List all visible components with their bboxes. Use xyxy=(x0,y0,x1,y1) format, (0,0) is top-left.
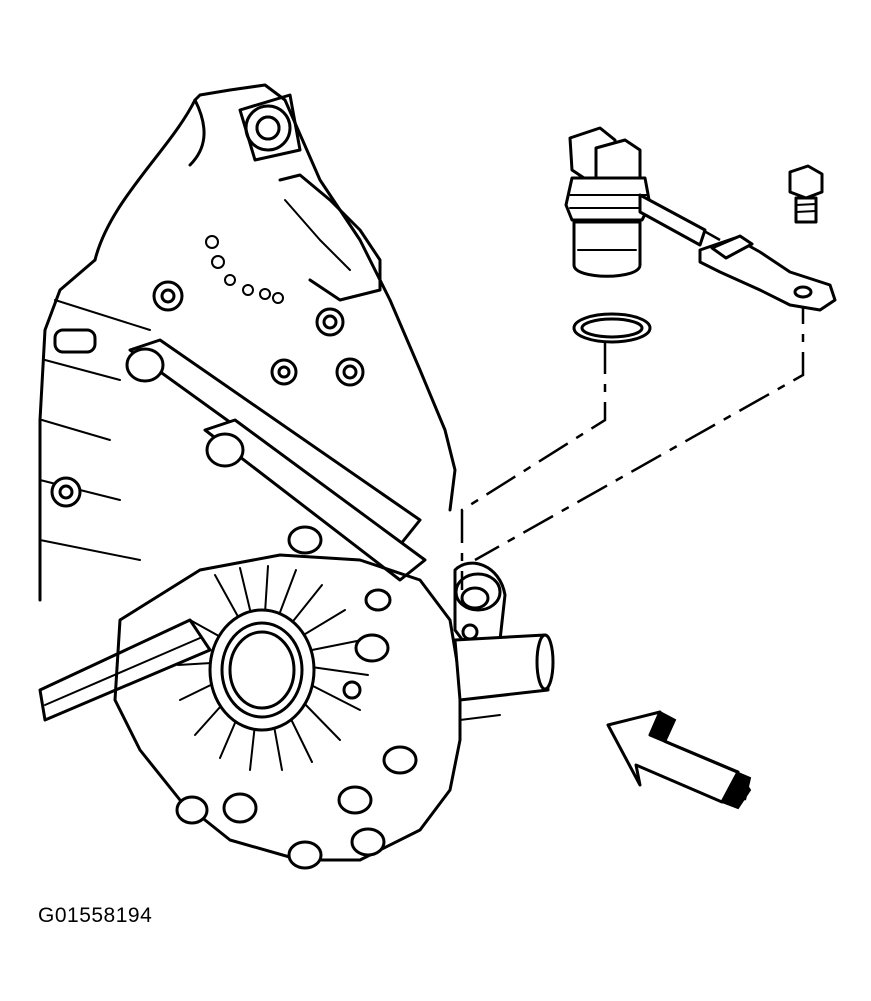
bolt xyxy=(788,164,824,224)
speed-sensor xyxy=(564,126,707,278)
o-ring xyxy=(572,312,652,344)
figure-id-label: G01558194 xyxy=(38,904,153,927)
direction-arrow-icon xyxy=(606,710,752,810)
sensor-bracket xyxy=(698,234,837,312)
transmission-housing xyxy=(38,83,555,870)
